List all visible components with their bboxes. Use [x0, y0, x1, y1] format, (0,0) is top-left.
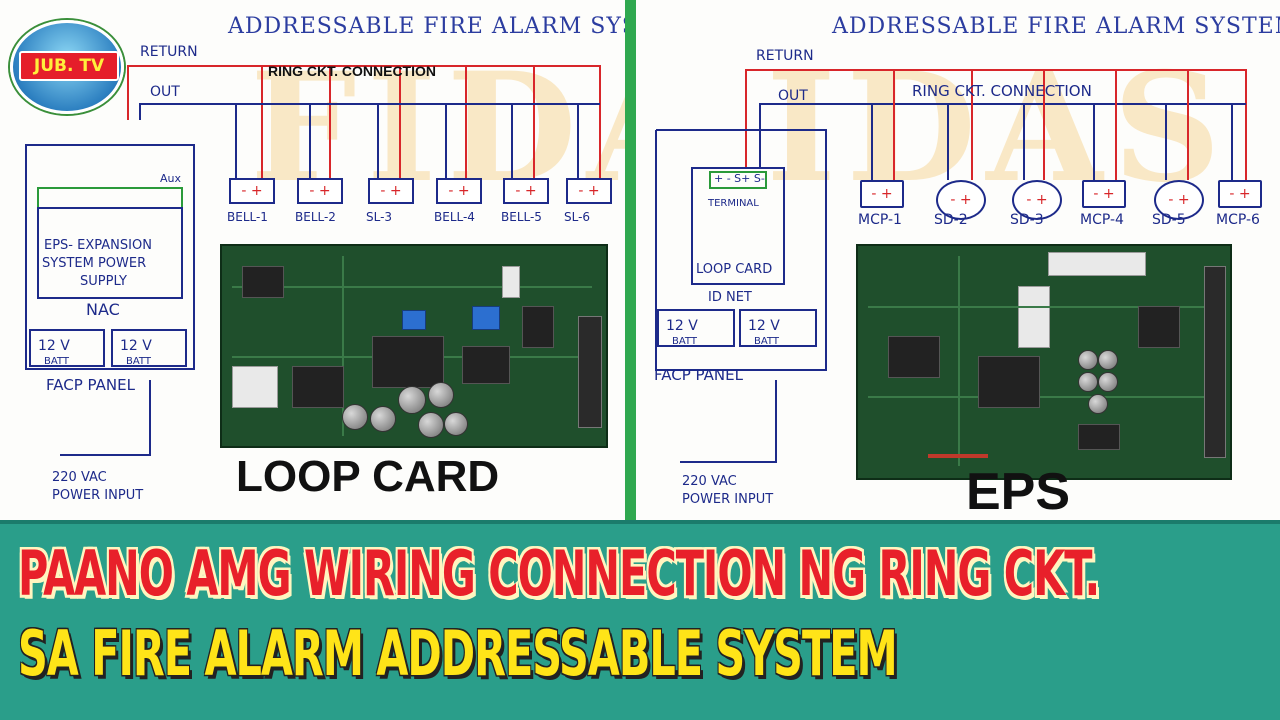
out-label: OUT	[150, 84, 180, 100]
device-label: BELL-5	[501, 210, 542, 224]
channel-logo-text: JUB. TV	[19, 51, 119, 81]
device-label: SL-6	[564, 210, 591, 224]
device-terminal-2: - +	[936, 180, 986, 220]
loop-card-photo	[220, 244, 608, 448]
device-label: MCP-6	[1216, 212, 1260, 228]
power-input-line2: POWER INPUT	[682, 492, 774, 507]
terminal-label: TERMINAL	[708, 198, 759, 209]
ring-circuit-label: RING CKT. CONNECTION	[912, 82, 1092, 100]
device-polarity: - +	[448, 183, 470, 199]
device-terminal-6: - +	[1218, 180, 1262, 208]
device-polarity: - +	[1026, 192, 1048, 208]
wiring-lines	[25, 65, 601, 456]
diagram-title: ADDRESSABLE FIRE ALARM SYSTEM	[832, 14, 1280, 39]
power-input-line2: POWER INPUT	[52, 488, 144, 503]
out-label: OUT	[778, 88, 808, 104]
title-banner-background	[0, 520, 1280, 720]
return-label: RETURN	[756, 48, 814, 64]
device-polarity: - +	[871, 186, 893, 202]
device-label: MCP-1	[858, 212, 902, 228]
device-terminal-1: - +	[229, 178, 275, 204]
device-polarity: - +	[309, 183, 331, 199]
device-label: BELL-4	[434, 210, 475, 224]
id-net-label: ID NET	[708, 290, 752, 305]
device-label: SD-2	[934, 212, 968, 228]
diagram-title: ADDRESSABLE FIRE ALARM SYSTEM	[228, 14, 625, 39]
device-label: BELL-1	[227, 210, 268, 224]
device-polarity: - +	[241, 183, 263, 199]
device-terminal-1: - +	[860, 180, 904, 208]
battery-label-1: BATT	[44, 356, 69, 367]
power-input-line1: 220 VAC	[52, 470, 107, 485]
device-terminal-3: - +	[368, 178, 414, 204]
battery-voltage-1: 12 V	[38, 338, 70, 354]
terminal-pins: + - S+ S-	[714, 172, 765, 185]
device-polarity: - +	[578, 183, 600, 199]
loop-card-caption: LOOP CARD	[236, 452, 500, 501]
right-diagram-panel: IDAS ADDRESSABLE FIRE ALARM SYSTEM	[636, 0, 1280, 520]
channel-logo: JUB. TV	[10, 20, 124, 114]
device-terminal-4: - +	[436, 178, 482, 204]
battery-label-2: BATT	[754, 336, 779, 347]
device-polarity: - +	[1229, 186, 1251, 202]
facp-panel-label: FACP PANEL	[46, 376, 135, 394]
device-terminal-4: - +	[1082, 180, 1126, 208]
battery-voltage-1: 12 V	[666, 318, 698, 334]
device-polarity: - +	[1168, 192, 1190, 208]
device-terminal-3: - +	[1012, 180, 1062, 220]
left-diagram-panel: FIDAS ADDRESSABLE FIRE ALARM SYSTEM	[0, 0, 625, 520]
device-terminal-5: - +	[503, 178, 549, 204]
device-terminal-5: - +	[1154, 180, 1204, 220]
device-label: BELL-2	[295, 210, 336, 224]
eps-label-line1: EPS- EXPANSION	[44, 238, 152, 253]
battery-voltage-2: 12 V	[120, 338, 152, 354]
eps-label-line2: SYSTEM POWER	[42, 256, 147, 271]
battery-label-2: BATT	[126, 356, 151, 367]
nac-label: NAC	[86, 300, 120, 319]
device-polarity: - +	[1093, 186, 1115, 202]
device-polarity: - +	[950, 192, 972, 208]
device-polarity: - +	[380, 183, 402, 199]
device-terminal-2: - +	[297, 178, 343, 204]
banner-line-1: PAANO AMG WIRING CONNECTION NG RING CKT.	[18, 537, 1100, 610]
power-input-line1: 220 VAC	[682, 474, 737, 489]
banner-line-2: SA FIRE ALARM ADDRESSABLE SYSTEM	[18, 617, 898, 690]
device-polarity: - +	[515, 183, 537, 199]
panel-divider	[625, 0, 636, 520]
eps-board-photo	[856, 244, 1232, 480]
device-label: SD-5	[1152, 212, 1186, 228]
return-label: RETURN	[140, 44, 198, 60]
ring-circuit-label: RING CKT. CONNECTION	[268, 63, 436, 79]
device-label: SD-3	[1010, 212, 1044, 228]
facp-panel-label: FACP PANEL	[654, 366, 743, 384]
aux-label: Aux	[160, 172, 182, 185]
battery-label-1: BATT	[672, 336, 697, 347]
battery-voltage-2: 12 V	[748, 318, 780, 334]
loop-card-label: LOOP CARD	[696, 262, 773, 277]
device-label: MCP-4	[1080, 212, 1124, 228]
eps-label-line3: SUPPLY	[80, 274, 127, 289]
device-label: SL-3	[366, 210, 393, 224]
wiring-lines	[655, 69, 1247, 463]
device-terminal-6: - +	[566, 178, 612, 204]
eps-caption: EPS	[966, 463, 1071, 520]
